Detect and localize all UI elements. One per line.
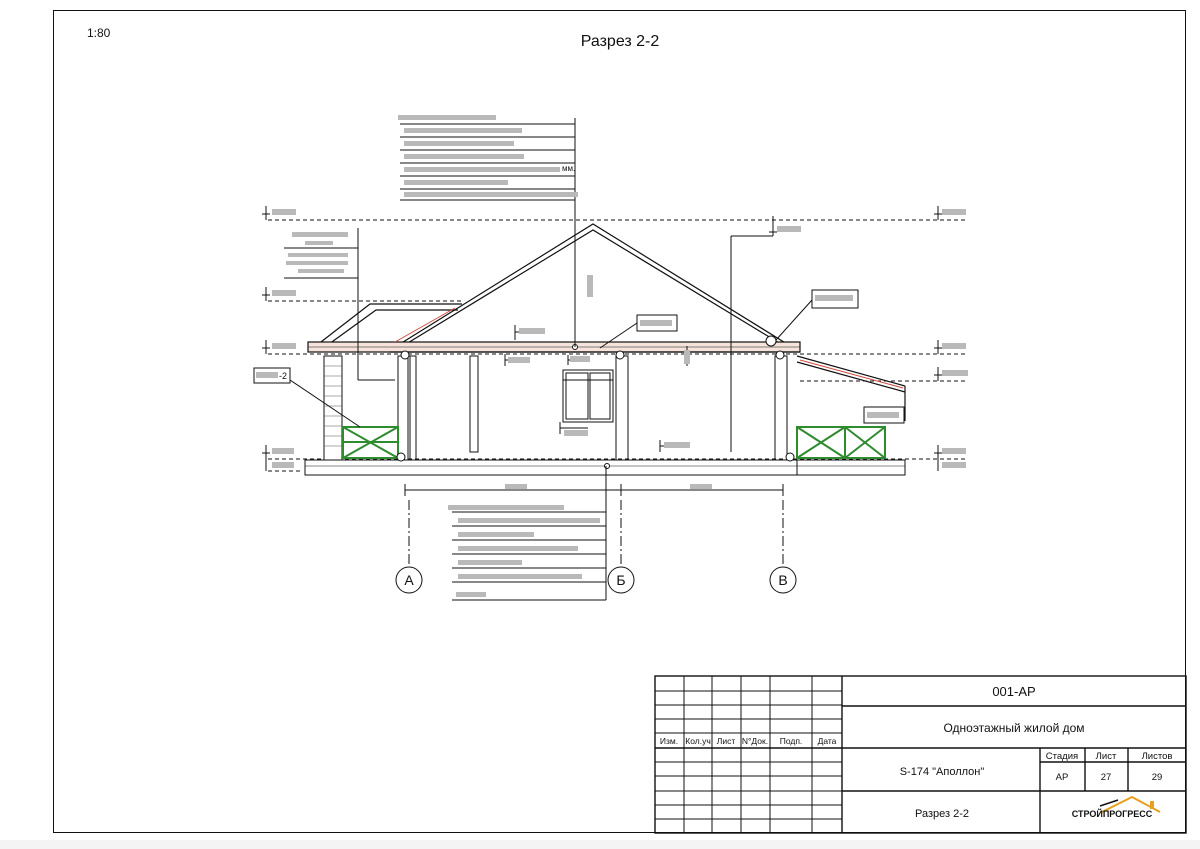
axis-label-v: В [778,572,787,588]
title-block-grid [655,676,842,833]
dimension-line [404,484,784,496]
interior-level-values [508,328,690,448]
title-block-headers: Изм. Кол.уч Лист N°Док. Подп. Дата [660,736,837,746]
svg-text:N°Док.: N°Док. [742,736,768,746]
left-roof-callout [284,228,395,381]
drawing-code: 001-АР [992,684,1035,699]
sheets-label: Листов [1142,751,1173,762]
svg-text:Подп.: Подп. [780,736,803,746]
axis-label-b: Б [616,572,625,588]
page-edge [0,840,1200,849]
node-markers [396,335,795,469]
svg-text:Дата: Дата [818,736,837,746]
left-roof-notes [286,232,348,273]
axis-label-a: А [404,572,414,588]
scale-label: 1:80 [87,26,111,40]
svg-text:Кол.уч: Кол.уч [685,736,711,746]
roof-layer-callout [400,118,576,347]
dimension-values [505,484,712,489]
level-values [272,209,968,468]
sheet-number: 27 [1101,772,1112,783]
stage-label: Стадия [1046,751,1078,762]
roof-layer-note-tail: мм. [562,164,575,173]
svg-text:Лист: Лист [717,736,736,746]
roof-accent [394,307,904,389]
section-tag: -2 [253,367,361,428]
right-dim [769,216,777,236]
drawing-title: Разрез 2-2 [580,33,660,50]
level-markers [262,206,942,471]
company-name: СТРОЙПРОГРЕСС [1072,808,1153,819]
object-name: Одноэтажный жилой дом [943,721,1084,735]
roof-layer-notes [398,115,593,297]
company-logo: СТРОЙПРОГРЕСС [1072,795,1161,819]
sheets-total: 29 [1152,772,1163,783]
drawing-sheet [53,10,1186,833]
svg-text:-2: -2 [279,371,287,381]
right-dim-value [777,226,801,232]
project-name: S-174 "Аполлон" [900,766,985,778]
sheet-label: Лист [1096,751,1117,762]
sheet-name: Разрез 2-2 [915,808,969,820]
axis-lines [408,500,784,566]
boxed-labels [599,289,905,424]
axis-markers: А Б В [395,566,797,594]
stage-value: АР [1056,772,1069,783]
level-lines [268,219,965,472]
title-block-frame [654,675,1187,834]
brick-texture [324,365,342,447]
svg-text:Изм.: Изм. [660,736,678,746]
railings [342,426,886,459]
floor-layer-callout [452,466,607,601]
floor-layer-notes [448,505,600,597]
